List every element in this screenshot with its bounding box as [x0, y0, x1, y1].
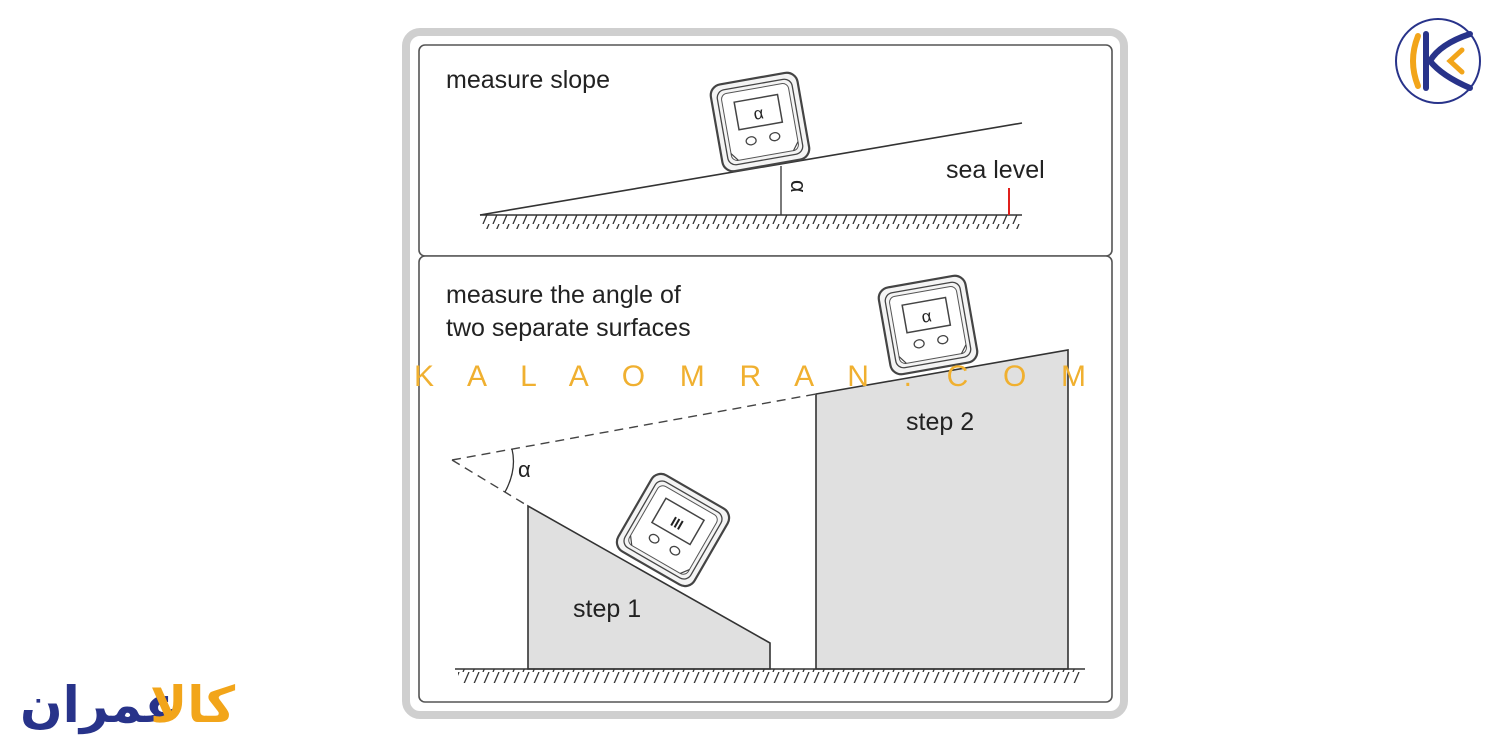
- step2-block: [815, 349, 1069, 670]
- brand-text-orange: کالا: [150, 676, 236, 734]
- top-device: α: [707, 69, 813, 175]
- top-panel-title: measure slope: [446, 66, 610, 94]
- step2-device: α: [875, 272, 981, 378]
- bottom-angle-arc: [504, 448, 515, 493]
- step1-label: step 1: [573, 595, 641, 623]
- step2-label: step 2: [906, 408, 974, 436]
- bottom-title-line2: two separate surfaces: [446, 314, 691, 342]
- brand-text-logo: عمران کالا: [20, 676, 236, 735]
- sea-level-label: sea level: [946, 156, 1045, 184]
- bottom-angle-symbol: α: [518, 457, 531, 482]
- step2-device-display: α: [920, 306, 933, 326]
- top-angle-symbol: α: [786, 180, 811, 193]
- bottom-title-line1: measure the angle of: [446, 281, 681, 309]
- circle-k-logo: [1395, 18, 1481, 104]
- step1-device: III: [611, 468, 735, 592]
- top-ground-hatch: [482, 215, 1020, 229]
- top-device-display: α: [752, 103, 765, 123]
- brand-text-blue: عمران: [20, 676, 179, 735]
- bottom-ground-hatch: [458, 669, 1082, 683]
